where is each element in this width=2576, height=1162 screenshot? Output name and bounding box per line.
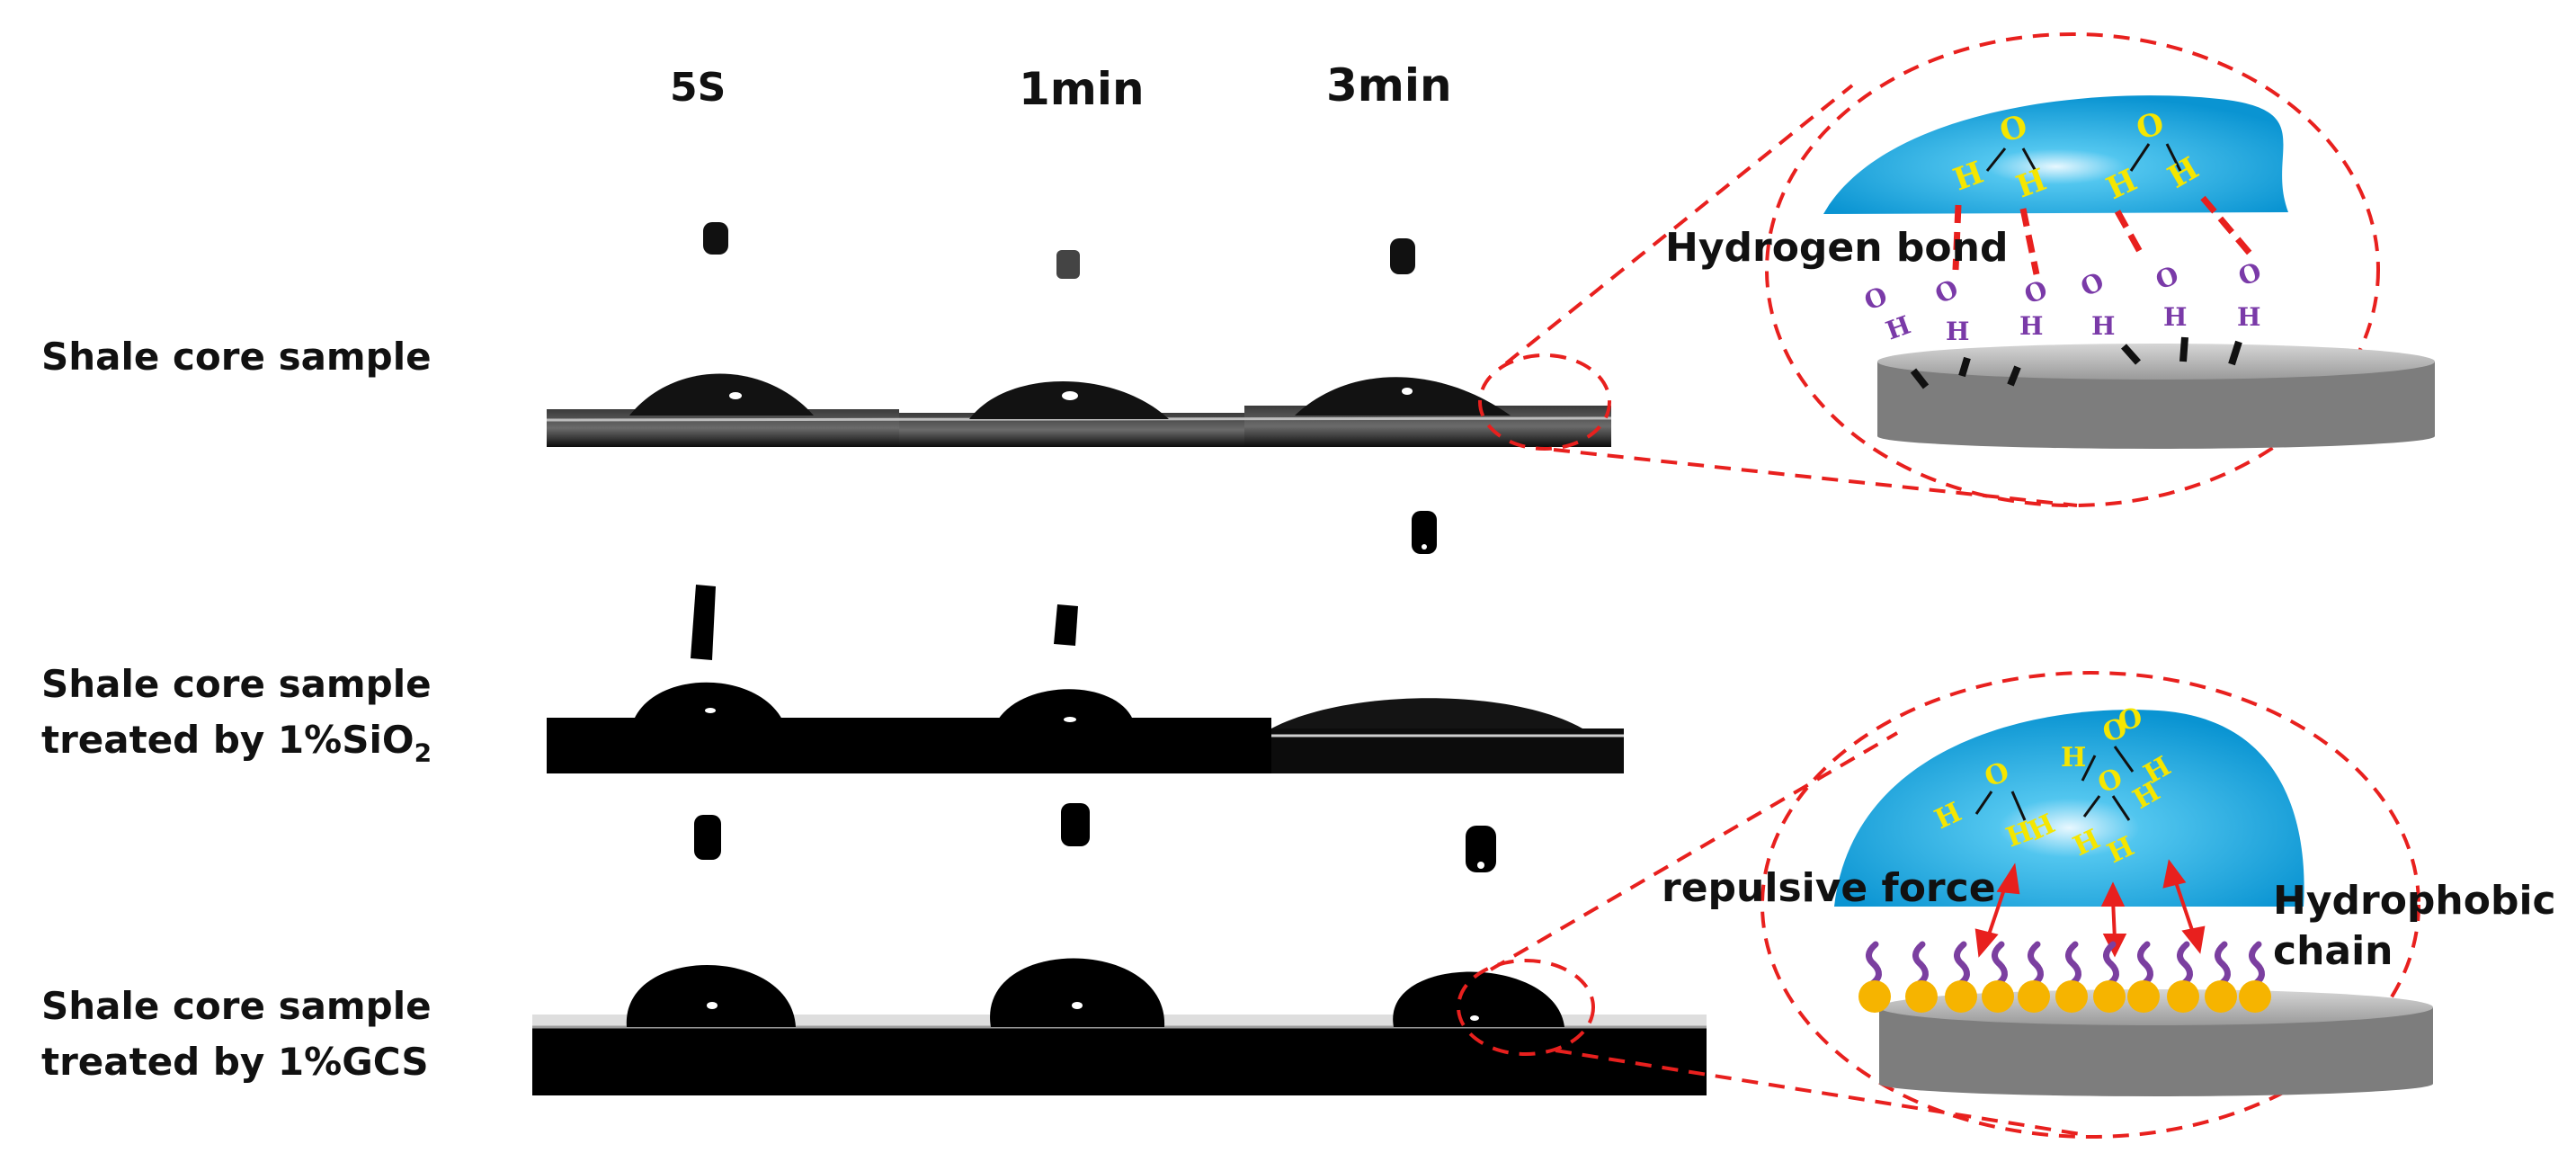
row1-drop-3min	[1295, 377, 1511, 416]
surface-atom-o2: O	[1930, 273, 1963, 309]
callout-large-ellipse-bottom	[1760, 671, 2420, 1139]
water-droplet-bottom	[1834, 710, 2304, 907]
surface-atom-h5: H	[2163, 302, 2187, 332]
row1-drop-5s	[629, 373, 814, 416]
surface-atom-o6: O	[2234, 256, 2265, 291]
row2-drop-1min	[998, 689, 1133, 720]
row3-drop-3min	[1393, 971, 1564, 1027]
column-header-5s: 5S	[670, 65, 726, 111]
row1-needle-3min	[1390, 238, 1415, 274]
row2-photo-1min	[899, 718, 1271, 773]
row1-drop-1min	[969, 381, 1169, 419]
hydrophobic-chains	[1866, 941, 2265, 988]
hydrogen-bond-label: Hydrogen bond	[1665, 225, 2009, 271]
hydrophobic-chain-label: Hydrophobic chain	[2273, 876, 2556, 977]
substrate-top-face-bottom	[1879, 989, 2433, 1025]
row3-needle-3min	[1466, 826, 1496, 872]
chain-beads	[1858, 980, 2271, 1013]
row2-drop-3min	[1271, 698, 1582, 728]
row-label-line2: treated by 1%SiO	[41, 718, 414, 762]
column-header-1min: 1min	[1019, 63, 1145, 115]
row-label-shale: Shale core sample	[41, 329, 432, 385]
row2-photo-5s	[547, 718, 899, 773]
column-header-3min: 3min	[1326, 59, 1452, 112]
row-label-line1: Shale core sample	[41, 662, 432, 706]
surface-atom-h2: H	[1946, 317, 1969, 346]
callout-small-ellipse-bottom	[1457, 959, 1595, 1056]
callout-large-ellipse-top	[1765, 32, 2380, 507]
inset-bottom: H O H H O H H O H O H H	[1834, 702, 2433, 1096]
row1-needle-5s	[703, 222, 728, 255]
surface-atom-h1: H	[1882, 310, 1914, 346]
row1-needle-1min	[1056, 250, 1080, 279]
row-label-gcs: Shale core sample treated by 1%GCS	[41, 979, 432, 1090]
hydrophobic-chain-line1: Hydrophobic	[2273, 878, 2556, 924]
row-label-line1: Shale core sample	[41, 335, 432, 379]
row3-drop-5s	[626, 965, 796, 1027]
surface-atom-h6: H	[2237, 302, 2260, 332]
surface-atom-o4: O	[2076, 266, 2108, 302]
row3-needle-5s	[694, 815, 721, 860]
row-label-line2: treated by 1%GCS	[41, 1040, 429, 1084]
row1-photos	[546, 222, 1612, 447]
repulsive-force-label: repulsive force	[1662, 865, 1996, 911]
hydrophobic-chain-line2: chain	[2273, 928, 2393, 974]
row3-photos	[532, 803, 1707, 1095]
row3-needle-1min	[1061, 803, 1090, 846]
water-atom-b4: H	[2061, 742, 2086, 773]
surface-atom-h4: H	[2091, 311, 2115, 341]
row-label-sio2: Shale core sample treated by 1%SiO2	[41, 657, 432, 781]
water-atom-b10: O	[2116, 702, 2144, 737]
row2-needle-1min	[1054, 604, 1078, 646]
row2-needle-3min	[1412, 511, 1437, 554]
row-label-line1: Shale core sample	[41, 984, 432, 1028]
surface-atom-h3: H	[2019, 311, 2043, 341]
row2-needle-5s	[691, 585, 716, 660]
callout-small-ellipse-top	[1478, 353, 1611, 451]
row2-photos	[547, 511, 1624, 773]
surface-atom-o3: O	[2020, 274, 2051, 309]
row-label-subscript: 2	[414, 737, 432, 768]
callout-lines	[1457, 32, 2420, 1139]
water-droplet-top	[1823, 95, 2288, 214]
inset-top: O H H O H H O H O H O H O H O H O H	[1823, 95, 2435, 449]
row2-drop-5s	[634, 682, 782, 720]
row3-drop-1min	[990, 958, 1165, 1027]
surface-atom-o5: O	[2152, 260, 2182, 295]
surface-atom-o1: O	[1860, 281, 1891, 316]
